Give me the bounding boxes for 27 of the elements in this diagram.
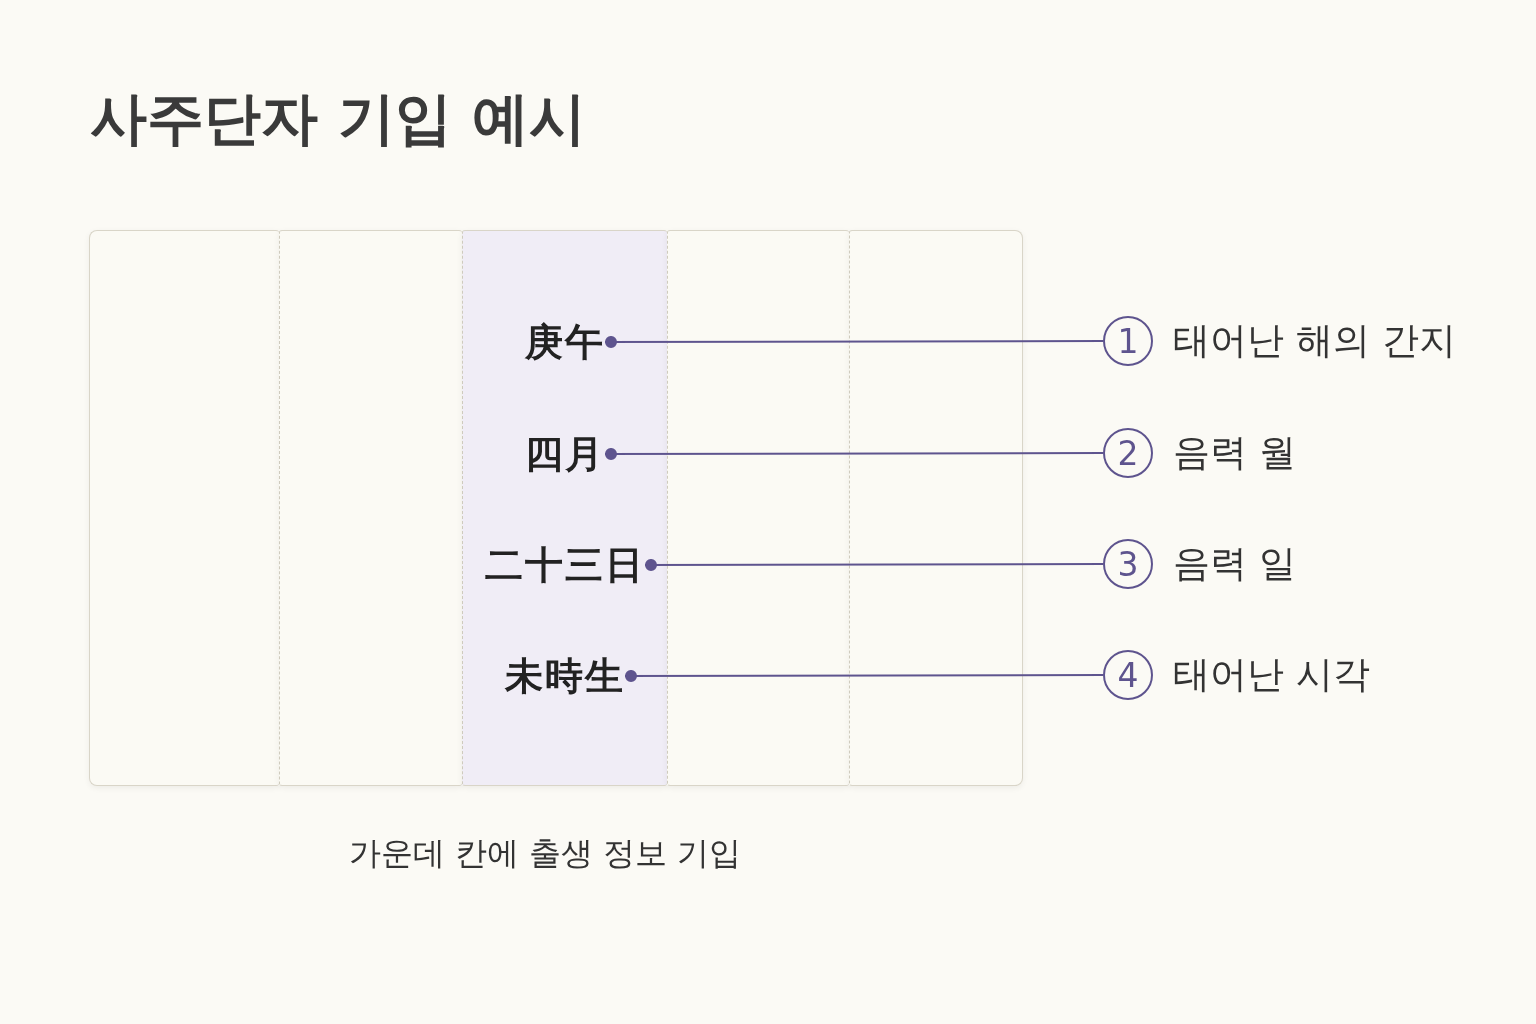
paper-panel [667, 230, 849, 786]
entry-text: 未時生 [505, 657, 625, 695]
paper-panel [279, 230, 462, 786]
paper-panel [89, 230, 279, 786]
callout-label: 음력 일 [1173, 541, 1296, 587]
callout-circle [1103, 428, 1153, 478]
callout-number: 3 [1117, 547, 1139, 581]
entry-text: 庚午 [525, 323, 605, 361]
callout-label: 태어난 해의 간지 [1173, 318, 1456, 364]
paper-panel [849, 230, 1023, 786]
callout-label: 음력 월 [1173, 430, 1296, 476]
leader-line [604, 448, 1104, 460]
highlighted-panel [462, 230, 667, 786]
leader-line [644, 559, 1104, 571]
callout-label: 태어난 시각 [1173, 652, 1370, 698]
title: 사주단자 기입 예시 [90, 86, 586, 152]
callout-circle [1103, 650, 1153, 700]
caption: 가운데 칸에 출생 정보 기입 [348, 834, 742, 873]
callout-number: 1 [1117, 324, 1139, 358]
entry-text: 二十三日 [485, 546, 645, 584]
callout-circle [1103, 539, 1153, 589]
callout-circle [1103, 316, 1153, 366]
leader-line [604, 336, 1104, 348]
callout-number: 4 [1117, 658, 1139, 692]
entry-text: 四月 [525, 435, 605, 473]
leader-line [624, 670, 1104, 682]
callout-number: 2 [1117, 436, 1139, 470]
